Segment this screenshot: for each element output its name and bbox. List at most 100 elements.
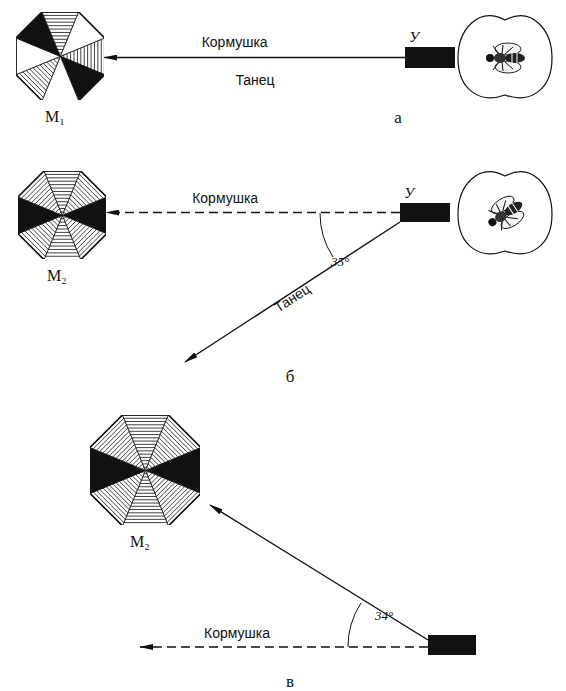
hatch-line bbox=[46, 177, 77, 178]
hatch-line bbox=[83, 46, 84, 66]
hatch-line bbox=[58, 225, 66, 226]
hatch-line bbox=[59, 221, 65, 222]
hatch-line bbox=[59, 208, 65, 209]
hatch-line bbox=[53, 38, 67, 39]
hatch-line bbox=[160, 434, 181, 455]
hatch-line bbox=[57, 49, 63, 50]
hatch-line bbox=[55, 208, 59, 212]
hatch-line bbox=[126, 515, 164, 516]
hatch-line bbox=[70, 52, 71, 60]
hatch-line bbox=[47, 25, 72, 26]
hatch-line bbox=[45, 222, 55, 232]
hatch-line bbox=[51, 187, 74, 188]
hatch-line bbox=[66, 53, 67, 59]
hatch-line bbox=[131, 502, 158, 503]
hatch-line bbox=[94, 42, 95, 70]
feeder-direction-arrow bbox=[104, 57, 405, 58]
angle-arc bbox=[348, 603, 361, 647]
dance-label: Танец bbox=[235, 72, 274, 88]
hatch-line bbox=[45, 198, 55, 208]
hatch-line bbox=[125, 450, 136, 461]
flight-arrow bbox=[210, 505, 428, 640]
hatch-line bbox=[52, 191, 72, 192]
hatch-line bbox=[48, 221, 56, 229]
hive: У bbox=[405, 28, 455, 68]
hatch-line bbox=[129, 477, 139, 487]
angle-arc bbox=[320, 213, 333, 257]
hatch-line bbox=[77, 49, 78, 63]
hatch-line bbox=[106, 431, 129, 454]
hatch-line bbox=[52, 219, 58, 225]
hatch-line bbox=[135, 460, 141, 466]
hatch-line bbox=[54, 194, 71, 195]
hatch-line bbox=[49, 28, 72, 29]
hatch-line bbox=[132, 457, 140, 465]
hatch-line bbox=[123, 522, 166, 523]
hatch-line bbox=[150, 475, 158, 483]
hatch-line bbox=[125, 518, 166, 519]
feeder-label: Кормушка bbox=[192, 190, 258, 206]
hatch-line bbox=[93, 492, 124, 523]
hatch-line bbox=[43, 63, 53, 73]
hatch-line bbox=[157, 482, 174, 499]
hatch-line bbox=[78, 177, 100, 199]
hatch-line bbox=[148, 473, 152, 477]
hatch-line bbox=[73, 226, 89, 242]
feeder-direction-arrow bbox=[140, 646, 428, 647]
hatch-line bbox=[19, 73, 43, 97]
disk-border bbox=[18, 171, 107, 260]
hatch-line bbox=[137, 489, 153, 490]
hatch-line bbox=[75, 184, 93, 202]
hatch-line bbox=[148, 463, 152, 467]
hatch-line bbox=[109, 485, 130, 506]
disk-outline bbox=[18, 171, 107, 260]
hatch-line bbox=[100, 39, 101, 73]
hatch-line bbox=[161, 431, 184, 454]
panel-letter: б bbox=[286, 367, 295, 387]
hatch-line bbox=[70, 195, 82, 207]
hatch-line bbox=[69, 198, 79, 208]
hatch-line bbox=[68, 221, 76, 229]
hive-label: У bbox=[405, 28, 455, 47]
hatch-line bbox=[140, 483, 151, 484]
hatch-line bbox=[35, 188, 51, 204]
hatch-line bbox=[150, 457, 158, 465]
hatch-line bbox=[156, 481, 171, 496]
disk-label: М₂ bbox=[90, 533, 201, 551]
hatch-line bbox=[46, 62, 54, 70]
hatch-line bbox=[134, 496, 156, 497]
hatch-line bbox=[127, 427, 162, 428]
hatch-line bbox=[46, 252, 77, 253]
hatch-line bbox=[138, 473, 142, 477]
hatch-line bbox=[52, 35, 69, 36]
hatch-line bbox=[129, 509, 161, 510]
hatch-line bbox=[46, 21, 74, 22]
hatch-line bbox=[167, 492, 198, 523]
hatch-line bbox=[56, 201, 67, 202]
hatch-line bbox=[43, 15, 77, 16]
panel-letter: в bbox=[286, 672, 294, 691]
hatch-line bbox=[119, 444, 134, 459]
hatch-line bbox=[136, 492, 155, 493]
disk-outline bbox=[90, 415, 201, 526]
pattern-disk: М₂ bbox=[18, 171, 107, 286]
disk-outline bbox=[16, 12, 105, 101]
feeder-direction-arrow bbox=[106, 212, 400, 213]
hatch-line bbox=[48, 249, 76, 250]
hatch-line bbox=[55, 197, 69, 198]
hatch-line bbox=[45, 255, 79, 256]
hatch-line bbox=[149, 460, 155, 466]
hatch-line bbox=[149, 474, 155, 480]
hatch-line bbox=[141, 479, 149, 480]
hatch-line bbox=[133, 499, 157, 500]
hatch-line bbox=[80, 48, 81, 65]
hatch-line bbox=[42, 195, 54, 207]
hatch-line bbox=[152, 477, 162, 487]
hatch-line bbox=[66, 205, 72, 211]
hatch-line bbox=[73, 188, 89, 204]
hatch-line bbox=[167, 418, 198, 449]
hatch-line bbox=[69, 222, 79, 232]
dancing-bee bbox=[481, 191, 530, 237]
